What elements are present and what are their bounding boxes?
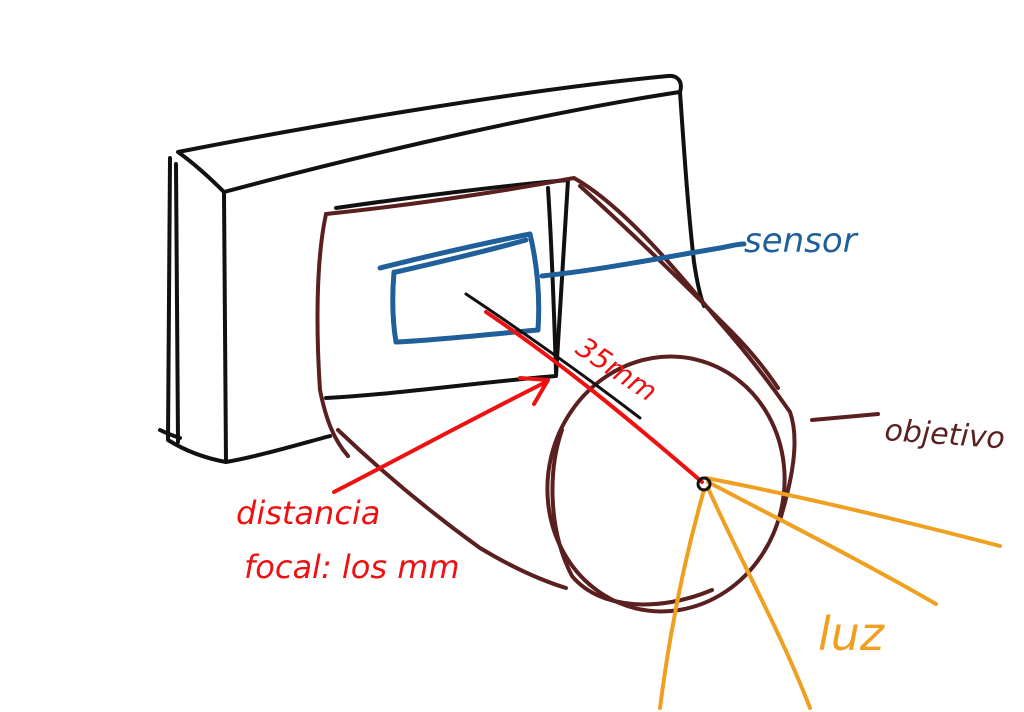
lens-barrel <box>315 176 880 614</box>
focal-axis-black <box>464 292 642 420</box>
focal-distance-group <box>332 292 704 494</box>
camera-body-bottom-left <box>158 428 182 440</box>
light-rays <box>658 476 1002 710</box>
camera-body-front-edge <box>678 90 706 308</box>
focal-distance-arrow-shaft <box>332 380 548 494</box>
sensor-rectangle <box>377 231 542 345</box>
light-label: luz <box>818 607 885 661</box>
sensor-inner-edge <box>393 237 529 275</box>
camera-body-front-bottom <box>224 434 332 464</box>
sensor-pointer <box>539 241 747 279</box>
lens-outline <box>324 176 797 522</box>
lens-bottom-edge <box>336 428 568 590</box>
objective-pointer <box>810 412 880 422</box>
sensor-label: sensor <box>744 221 859 261</box>
focal-distance-arrowhead <box>518 376 550 406</box>
camera-body-top <box>176 73 683 194</box>
lens-front-element <box>545 354 787 614</box>
lens-top-edge <box>578 184 780 390</box>
lens-mount <box>324 178 570 400</box>
lens-front-rim <box>550 428 714 607</box>
light-ray-1 <box>704 476 1002 548</box>
lens-left-edge <box>315 212 350 458</box>
objective-label: objetivo <box>883 413 1006 456</box>
sensor-group <box>377 231 747 345</box>
focal-distance-label-line1: distancia <box>236 494 380 532</box>
focal-distance-label-line2: focal: los mm <box>244 548 460 586</box>
light-ray-4 <box>658 488 706 710</box>
lens-aperture-point <box>696 476 712 492</box>
focal-distance-line <box>484 310 704 484</box>
camera-body <box>158 73 706 464</box>
light-ray-3 <box>706 486 812 710</box>
camera-body-side-detail <box>174 162 180 444</box>
light-ray-2 <box>706 480 938 606</box>
lens-mount-inner <box>546 186 558 374</box>
